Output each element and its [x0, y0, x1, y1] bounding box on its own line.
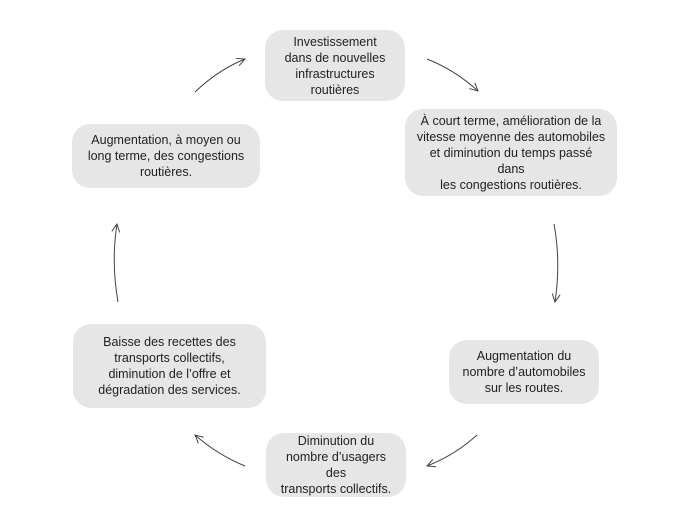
node-court-terme: À court terme, amélioration de la vitess… [405, 109, 617, 196]
node-baisse-recettes-text: Baisse des recettes des transports colle… [98, 335, 241, 397]
node-congestions-long-terme-text: Augmentation, à moyen ou long terme, des… [87, 133, 245, 179]
arrow-fewer-users-to-revenue-drop [195, 435, 246, 467]
node-investissement: Investissement dans de nouvelles infrast… [265, 30, 405, 101]
arrow-more-cars-to-fewer-users [427, 434, 478, 466]
node-diminution-usagers-text: Diminution du nombre d’usagers des trans… [280, 434, 392, 496]
node-court-terme-text: À court terme, amélioration de la vitess… [416, 113, 606, 192]
node-augmentation-automobiles: Augmentation du nombre d’automobiles sur… [449, 340, 599, 404]
arrow-long-term-to-invest [194, 59, 245, 93]
arrow-invest-to-short-term [426, 58, 478, 91]
node-augmentation-automobiles-text: Augmentation du nombre d’automobiles sur… [462, 349, 586, 395]
node-diminution-usagers: Diminution du nombre d’usagers des trans… [266, 433, 406, 497]
node-baisse-recettes: Baisse des recettes des transports colle… [73, 324, 266, 408]
arrow-revenue-drop-to-long-term [114, 224, 118, 303]
node-investissement-text: Investissement dans de nouvelles infrast… [284, 34, 386, 97]
node-congestions-long-terme: Augmentation, à moyen ou long terme, des… [72, 124, 260, 188]
arrow-short-term-to-more-cars [554, 223, 558, 302]
